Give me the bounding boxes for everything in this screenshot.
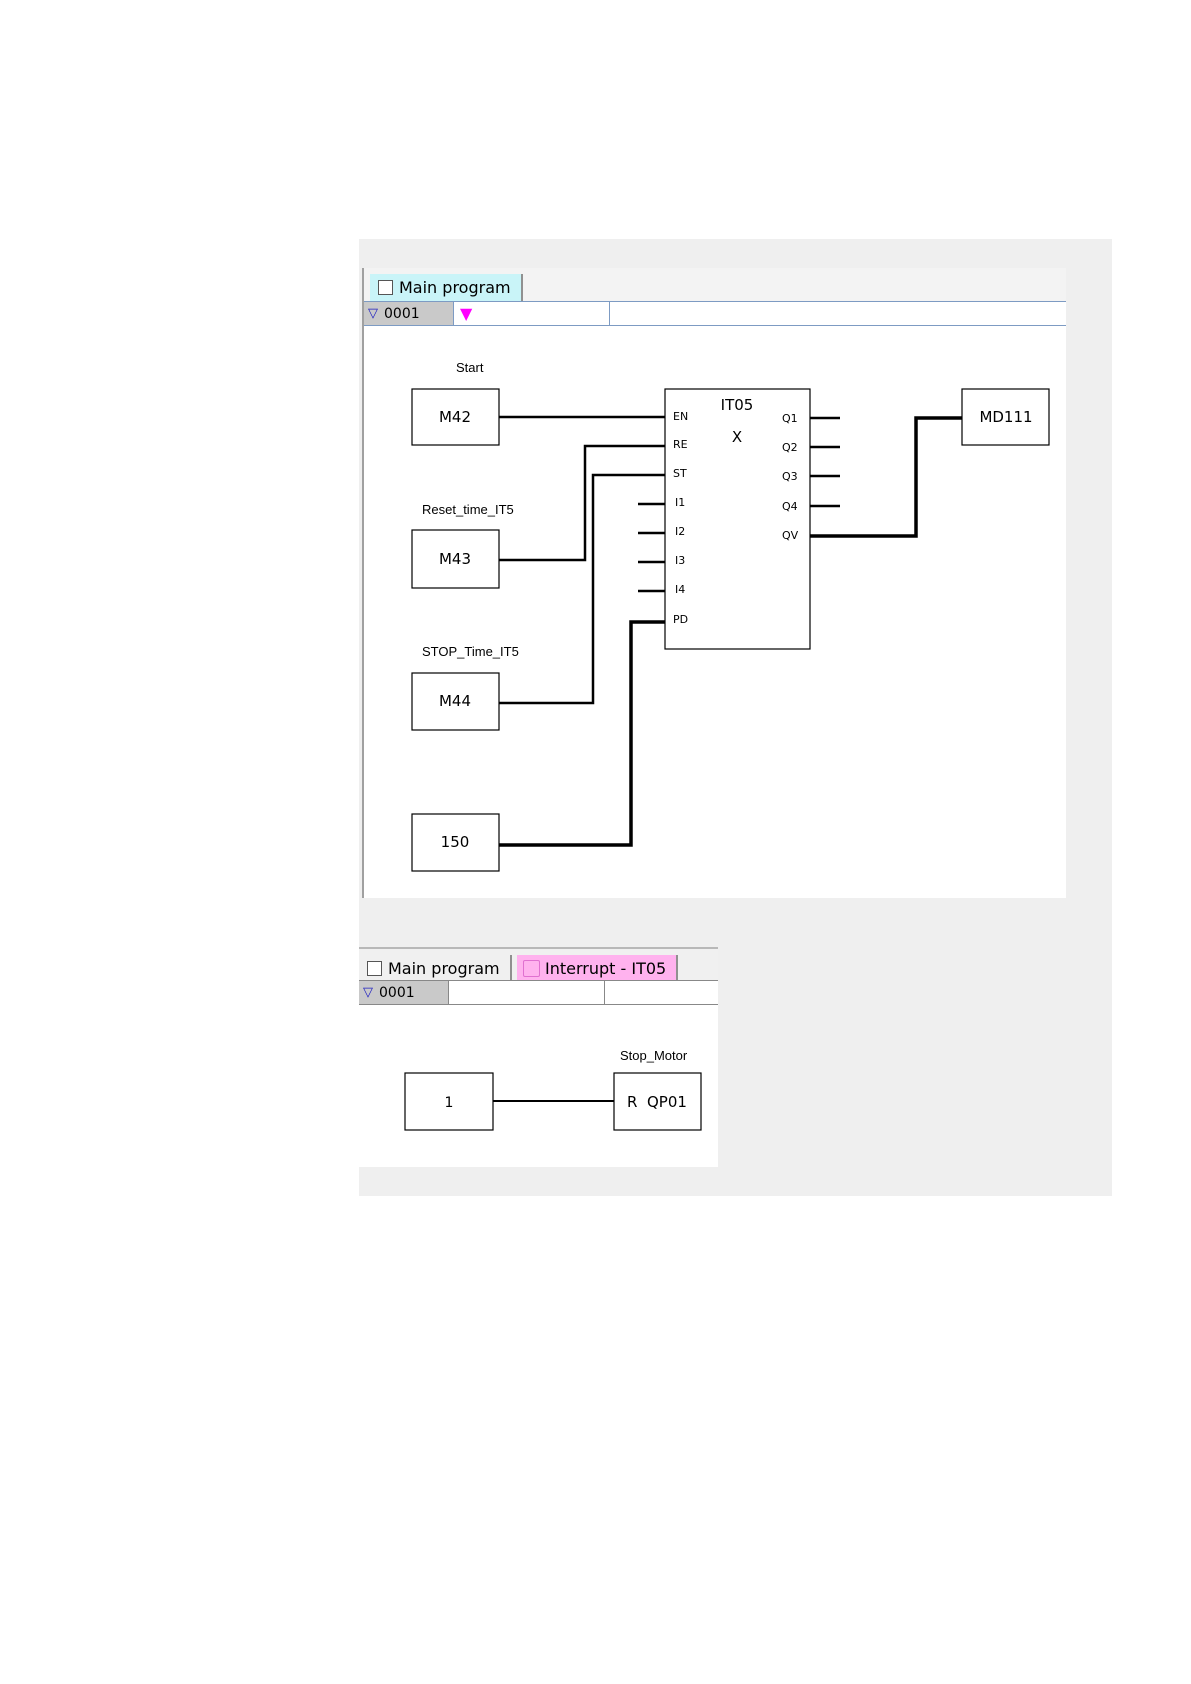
network-header-2: ▽ 0001 (359, 980, 718, 1005)
program-icon (367, 961, 382, 976)
network-header: ▽ 0001 ▼ (364, 301, 1066, 326)
network-comment-cell[interactable]: ▼ (454, 302, 610, 325)
collapse-triangle-icon[interactable]: ▽ (363, 985, 373, 1000)
program-icon (378, 280, 393, 295)
interrupt-editor: Main program Interrupt - IT05 ▽ 0001 (359, 947, 718, 1167)
tab-interrupt[interactable]: Interrupt - IT05 (517, 955, 678, 982)
network-comment-cell-2[interactable] (449, 981, 605, 1004)
network-number[interactable]: ▽ 0001 (364, 302, 454, 325)
collapse-triangle-icon[interactable]: ▽ (368, 306, 378, 321)
tab-bar-2: Main program Interrupt - IT05 (359, 949, 718, 980)
tab-label: Main program (388, 959, 500, 978)
main-program-editor: Main program ▽ 0001 ▼ (362, 268, 1066, 898)
tab-label: Interrupt - IT05 (545, 959, 666, 978)
network-number-label: 0001 (379, 985, 415, 1001)
interrupt-icon (523, 960, 540, 977)
network-number-2[interactable]: ▽ 0001 (359, 981, 449, 1004)
network-number-label: 0001 (384, 306, 420, 322)
tab-main-program-2[interactable]: Main program (359, 955, 512, 982)
tab-label: Main program (399, 278, 511, 297)
tab-bar: Main program (364, 268, 1066, 301)
tab-main-program[interactable]: Main program (370, 274, 523, 301)
marker-triangle-icon: ▼ (460, 304, 472, 323)
